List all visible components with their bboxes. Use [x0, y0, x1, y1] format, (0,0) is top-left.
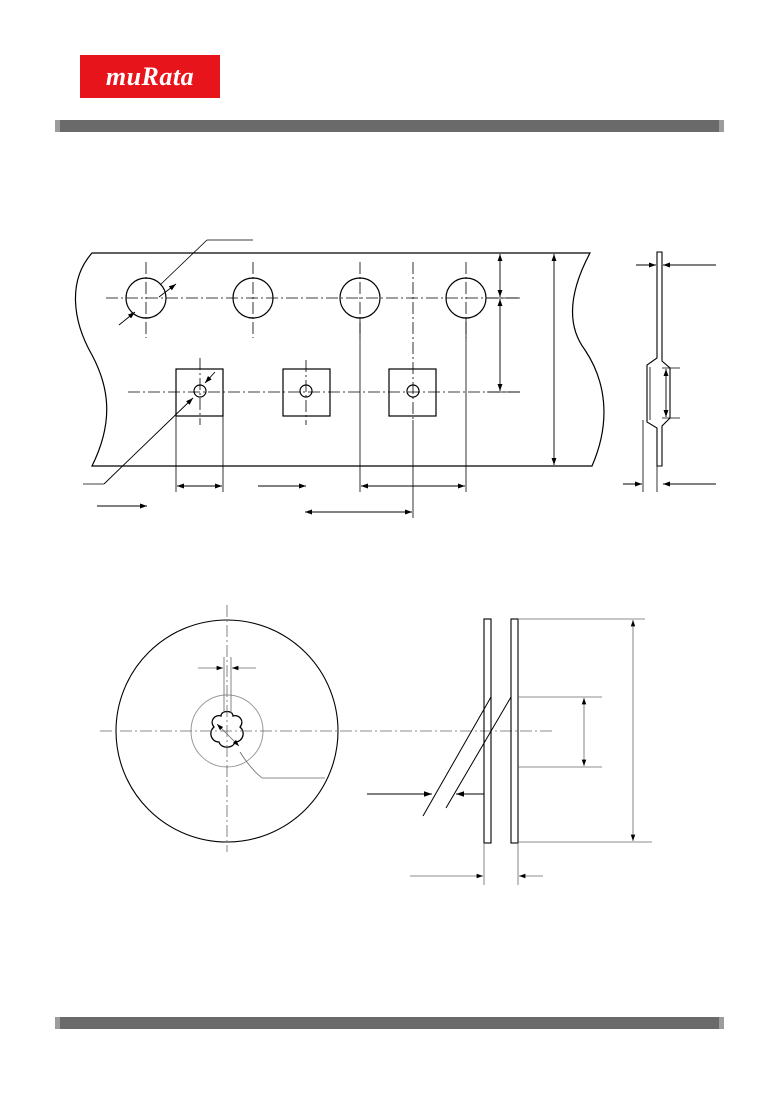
pocket	[388, 368, 437, 417]
tape-center-lines	[106, 262, 520, 425]
header-rule	[55, 120, 724, 132]
tape-outline	[74, 252, 605, 467]
tape-dimension-arrows	[97, 254, 557, 515]
murata-logo: muRata	[80, 55, 220, 98]
tape-profile	[646, 251, 671, 467]
pocket	[175, 368, 224, 417]
reel-flange-right	[510, 618, 519, 844]
pocket	[282, 368, 331, 417]
logo-text: muRata	[105, 61, 195, 91]
reel-side-view	[367, 618, 652, 885]
tape-cross-section	[623, 251, 716, 492]
footer-rule	[55, 1017, 724, 1029]
carrier-tape-diagram	[74, 239, 605, 518]
tape-extension-lines	[83, 239, 565, 518]
reel-front-view	[100, 605, 555, 852]
